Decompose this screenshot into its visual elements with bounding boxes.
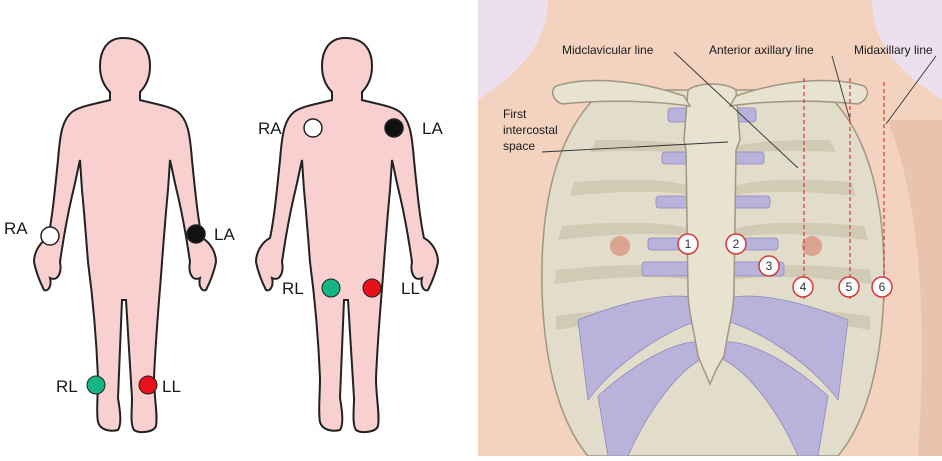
- first-intercostal-label-line2: intercostal: [503, 123, 558, 137]
- limb-lead-diagram-panel: RA LA RL LL RA LA RL LL: [0, 0, 470, 456]
- la-electrode-limb: [187, 225, 205, 243]
- v5-label: 5: [846, 280, 853, 294]
- v2-electrode: 2: [726, 234, 746, 254]
- v5-electrode: 5: [839, 277, 859, 297]
- v6-electrode: 6: [872, 277, 892, 297]
- first-intercostal-label-line3: space: [503, 139, 535, 153]
- ra-electrode-torso: [304, 119, 322, 137]
- ll-label-limb: LL: [162, 377, 181, 396]
- v1-electrode: 1: [678, 234, 698, 254]
- rl-electrode-torso: [322, 279, 340, 297]
- anterior-axillary-line-label: Anterior axillary line: [709, 43, 814, 57]
- v3-label: 3: [766, 259, 773, 273]
- rib-cage-diagram: Midclavicular line Anterior axillary lin…: [478, 0, 942, 456]
- ll-electrode-torso: [363, 279, 381, 297]
- la-electrode-torso: [385, 119, 403, 137]
- ll-electrode-limb: [139, 376, 157, 394]
- v4-label: 4: [800, 280, 807, 294]
- rl-electrode-limb: [87, 376, 105, 394]
- v3-electrode: 3: [759, 256, 779, 276]
- ra-label-limb: RA: [4, 219, 28, 238]
- first-intercostal-label-line1: First: [503, 107, 527, 121]
- v4-electrode: 4: [793, 277, 813, 297]
- limb-lead-diagram: RA LA RL LL RA LA RL LL: [0, 0, 470, 456]
- rl-label-limb: RL: [56, 377, 78, 396]
- ra-electrode-limb: [41, 227, 59, 245]
- body-silhouette: [256, 38, 438, 432]
- ll-label-torso: LL: [401, 279, 420, 298]
- la-label-torso: LA: [422, 119, 443, 138]
- body-figure-torso: RA LA RL LL: [256, 38, 443, 432]
- body-figure-limb: RA LA RL LL: [4, 38, 235, 432]
- la-label-limb: LA: [214, 225, 235, 244]
- v6-label: 6: [879, 280, 886, 294]
- ra-label-torso: RA: [258, 119, 282, 138]
- precordial-lead-diagram-panel: Midclavicular line Anterior axillary lin…: [478, 0, 942, 456]
- midclavicular-line-label: Midclavicular line: [562, 43, 654, 57]
- midaxillary-line-label: Midaxillary line: [854, 43, 933, 57]
- v2-label: 2: [733, 237, 740, 251]
- rl-label-torso: RL: [282, 279, 304, 298]
- left-nipple: [802, 236, 822, 256]
- right-nipple: [610, 236, 630, 256]
- v1-label: 1: [685, 237, 692, 251]
